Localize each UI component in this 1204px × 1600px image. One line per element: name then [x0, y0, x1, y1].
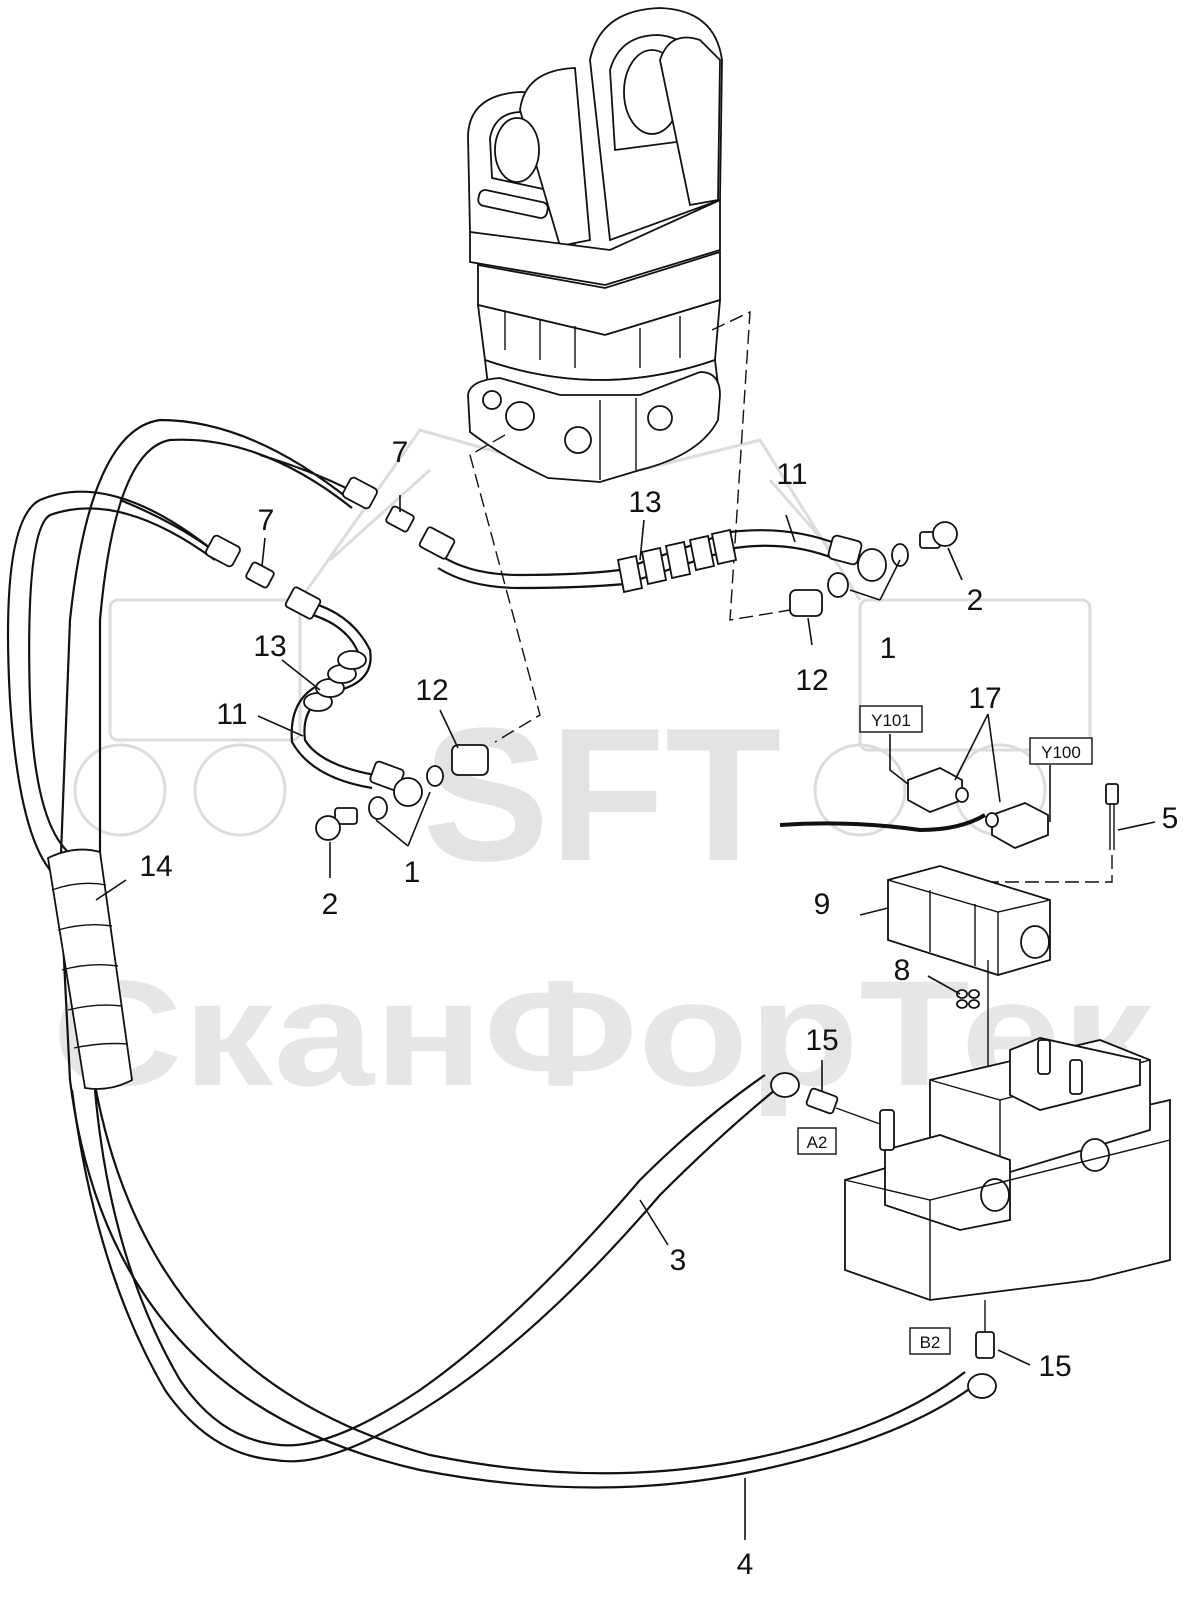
orings-8	[956, 989, 980, 1009]
callout-13-top: 13	[628, 486, 661, 519]
callout-3: 3	[670, 1244, 687, 1277]
callout-1-left: 1	[404, 856, 421, 889]
hose-3-lower-b	[70, 1089, 776, 1463]
hose-upper-right-a	[259, 453, 351, 491]
valve-block	[844, 1037, 1171, 1301]
fittings-upper-left	[205, 476, 456, 620]
callout-17: 17	[968, 682, 1001, 715]
valve-9	[887, 865, 1051, 976]
forestry-machine-watermark-icon	[73, 428, 1092, 837]
callout-8: 8	[894, 954, 911, 987]
tag-b2-label: B2	[920, 1333, 941, 1352]
solenoid-connectors-17	[779, 767, 1049, 849]
hose-3-lower-a	[93, 1074, 766, 1447]
hose-4-inner	[28, 507, 966, 1475]
spiral-guard-13-left	[303, 650, 367, 712]
hose-11-right-b	[437, 544, 839, 590]
watermark: SFT СканФорТек	[52, 428, 1153, 1117]
hose-upper-left-a	[119, 498, 211, 549]
rotator-port-dashline-left	[469, 434, 541, 743]
callout-5: 5	[1162, 802, 1179, 835]
callout-labels: 1 2 11 12 13 7 7 13 11 12 1 2 17 5 9 8 1…	[139, 436, 1178, 1581]
tag-y101-label: Y101	[871, 711, 911, 730]
hose-4-outer	[6, 490, 976, 1489]
leader-lines	[95, 495, 1156, 1540]
protective-sleeve-14	[47, 848, 133, 1090]
callout-14: 14	[139, 850, 172, 883]
callout-12-right: 12	[795, 664, 828, 697]
bolt-dashline	[990, 855, 1113, 883]
boxed-tags: Y101 Y100 A2 B2	[797, 705, 1093, 1355]
tag-b2: B2	[909, 1327, 951, 1355]
bolt-5	[1105, 783, 1119, 850]
callout-1-right: 1	[880, 632, 897, 665]
callout-15-bottom: 15	[1038, 1350, 1071, 1383]
tag-a2-label: A2	[807, 1133, 828, 1152]
rotator-port-dashline-right	[711, 310, 791, 621]
tag-y100-label: Y100	[1041, 743, 1081, 762]
callout-9: 9	[814, 888, 831, 921]
callout-11-left: 11	[216, 698, 247, 731]
callout-13-left: 13	[253, 630, 286, 663]
hose-11-right	[439, 529, 841, 577]
watermark-brand: SFT	[423, 689, 782, 901]
rotator-body	[467, 7, 723, 483]
port-fitting-15-a2	[770, 1072, 881, 1125]
hose-3-inner	[98, 438, 353, 860]
callout-12-left: 12	[415, 674, 448, 707]
tag-y101: Y101	[859, 705, 923, 733]
callout-11-right: 11	[776, 458, 807, 491]
tag-a2: A2	[797, 1127, 837, 1155]
hose-3-outer	[58, 418, 351, 881]
callout-2-right: 2	[967, 584, 984, 617]
port-fitting-15-b2	[967, 1300, 997, 1399]
fittings-left-set	[315, 744, 489, 841]
tag-y100: Y100	[1029, 737, 1093, 765]
spiral-guard-13-top	[616, 528, 738, 594]
callout-4: 4	[737, 1548, 754, 1581]
callout-7-b: 7	[258, 504, 275, 537]
callout-15-top: 15	[805, 1024, 838, 1057]
callout-7-a: 7	[392, 436, 409, 469]
fittings-right-set	[789, 521, 958, 617]
callout-2-left: 2	[322, 888, 339, 921]
